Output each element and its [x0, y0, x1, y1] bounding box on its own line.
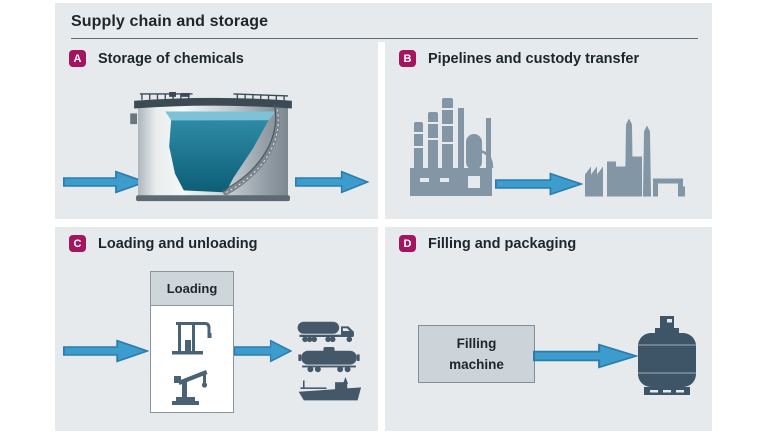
- gas-cylinder-icon: [638, 316, 696, 395]
- tank-staircase: [221, 104, 280, 197]
- tanker-ship-icon: [298, 377, 362, 401]
- flow-arrow-icon: [63, 170, 147, 194]
- quadrant-grid: A Storage of chemicals: [55, 42, 712, 431]
- tank-railing: [139, 93, 289, 104]
- marine-loading-arm-icon: [172, 370, 208, 405]
- tank-liquid-cutaway: [165, 111, 277, 193]
- gantry-loading-arm-icon: [172, 322, 212, 355]
- section-loading-unloading: C Loading and unloading Loading: [55, 227, 378, 431]
- badge-a: A: [69, 50, 86, 67]
- diagram-panel: Supply chain and storage A Storage of ch…: [55, 3, 712, 431]
- tanker-truck-icon: [297, 321, 354, 343]
- section-a-header: A Storage of chemicals: [69, 50, 244, 67]
- section-d-header: D Filling and packaging: [399, 235, 576, 252]
- horizontal-divider: [55, 219, 712, 227]
- filling-machine-box: Filling machine: [418, 325, 535, 383]
- section-b-title: Pipelines and custody transfer: [428, 50, 640, 67]
- section-b-header: B Pipelines and custody transfer: [399, 50, 639, 67]
- flow-arrow-icon: [533, 343, 638, 369]
- flow-arrow-icon: [495, 172, 583, 196]
- title-divider: [71, 38, 698, 39]
- vertical-divider: [378, 42, 385, 431]
- loading-station-box: Loading: [150, 271, 234, 413]
- section-d-title: Filling and packaging: [428, 235, 577, 252]
- page-title: Supply chain and storage: [71, 13, 269, 30]
- section-c-title: Loading and unloading: [98, 235, 258, 252]
- filling-machine-label-line2: machine: [449, 357, 504, 372]
- refinery-silhouette: [410, 98, 494, 196]
- section-c-header: C Loading and unloading: [69, 235, 257, 252]
- section-a-title: Storage of chemicals: [98, 50, 244, 67]
- factory-silhouette: [585, 118, 685, 197]
- filling-machine-label-line1: Filling: [456, 336, 497, 351]
- flow-arrow-icon: [63, 339, 149, 363]
- badge-c: C: [69, 235, 86, 252]
- rail-tank-car-icon: [298, 347, 360, 373]
- section-pipelines-custody-transfer: B Pipelines and custody transfer: [385, 42, 712, 219]
- section-storage-of-chemicals: A Storage of chemicals: [55, 42, 378, 219]
- storage-tank-illustration: [130, 92, 292, 202]
- badge-b: B: [399, 50, 416, 67]
- loading-box-body: [151, 306, 233, 411]
- section-filling-packaging: D Filling and packaging Filling machine: [385, 227, 712, 431]
- flow-arrow-icon: [295, 170, 369, 194]
- badge-d: D: [399, 235, 416, 252]
- loading-box-label: Loading: [151, 272, 233, 306]
- flow-arrow-icon: [234, 339, 292, 363]
